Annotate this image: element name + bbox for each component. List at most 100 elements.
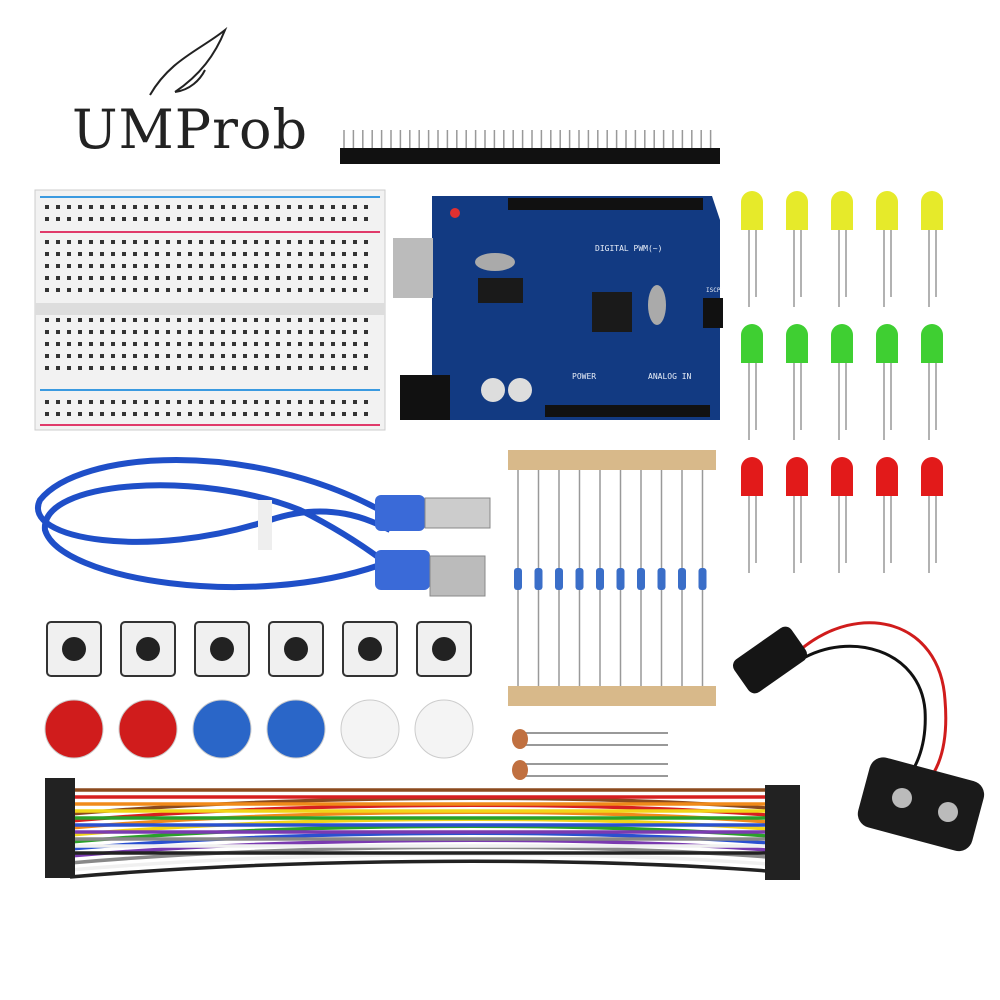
breadboard-hole (133, 400, 137, 404)
breadboard-hole (78, 400, 82, 404)
breadboard-hole (320, 252, 324, 256)
breadboard-hole (177, 240, 181, 244)
breadboard-hole (232, 240, 236, 244)
breadboard-hole (254, 252, 258, 256)
breadboard-hole (276, 330, 280, 334)
button-cap (266, 699, 326, 759)
breadboard-hole (133, 264, 137, 268)
breadboard-hole (243, 276, 247, 280)
breadboard-hole (133, 412, 137, 416)
breadboard-hole (364, 400, 368, 404)
usb-a-connector (424, 497, 491, 529)
breadboard-hole (133, 354, 137, 358)
breadboard-hole (298, 412, 302, 416)
breadboard-hole (45, 288, 49, 292)
breadboard-hole (133, 330, 137, 334)
brand-logo: UMProb (72, 98, 309, 161)
breadboard-hole (342, 264, 346, 268)
breadboard-hole (342, 288, 346, 292)
breadboard-hole (100, 264, 104, 268)
breadboard-hole (199, 264, 203, 268)
breadboard-hole (309, 400, 313, 404)
breadboard-hole (221, 240, 225, 244)
breadboard-hole (100, 400, 104, 404)
breadboard-hole (89, 217, 93, 221)
breadboard-hole (287, 330, 291, 334)
breadboard-hole (89, 330, 93, 334)
breadboard-hole (265, 318, 269, 322)
breadboard-hole (133, 217, 137, 221)
breadboard-hole (342, 330, 346, 334)
breadboard-hole (276, 288, 280, 292)
breadboard-hole (45, 205, 49, 209)
breadboard-hole (364, 354, 368, 358)
breadboard-hole (177, 342, 181, 346)
breadboard-hole (166, 330, 170, 334)
breadboard-hole (56, 354, 60, 358)
breadboard-hole (232, 412, 236, 416)
breadboard-hole (298, 400, 302, 404)
breadboard-hole (188, 342, 192, 346)
breadboard-hole (243, 240, 247, 244)
breadboard-hole (89, 400, 93, 404)
breadboard-hole (320, 276, 324, 280)
breadboard-hole (89, 412, 93, 416)
breadboard-hole (353, 412, 357, 416)
breadboard-hole (320, 354, 324, 358)
breadboard-hole (45, 354, 49, 358)
led (831, 191, 853, 230)
breadboard-hole (177, 330, 181, 334)
breadboard-hole (67, 400, 71, 404)
breadboard-hole (265, 240, 269, 244)
resistor (698, 568, 707, 590)
breadboard-hole (364, 318, 368, 322)
breadboard-hole (67, 205, 71, 209)
breadboard-hole (177, 252, 181, 256)
breadboard-hole (309, 205, 313, 209)
breadboard-hole (122, 252, 126, 256)
resistor (637, 568, 645, 590)
breadboard-hole (100, 354, 104, 358)
breadboard-hole (166, 412, 170, 416)
breadboard-hole (232, 318, 236, 322)
usb-a-housing (375, 495, 425, 531)
breadboard-hole (221, 276, 225, 280)
breadboard-hole (254, 342, 258, 346)
breadboard (34, 189, 386, 431)
breadboard-hole (210, 330, 214, 334)
breadboard-hole (155, 342, 159, 346)
breadboard-hole (287, 264, 291, 268)
breadboard-hole (45, 342, 49, 346)
breadboard-hole (309, 354, 313, 358)
breadboard-hole (56, 217, 60, 221)
breadboard-hole (144, 240, 148, 244)
breadboard-hole (276, 318, 280, 322)
breadboard-hole (144, 288, 148, 292)
breadboard-hole (100, 252, 104, 256)
breadboard-hole (122, 366, 126, 370)
breadboard-hole (133, 205, 137, 209)
breadboard-hole (177, 288, 181, 292)
breadboard-hole (56, 288, 60, 292)
breadboard-hole (177, 205, 181, 209)
breadboard-hole (78, 217, 82, 221)
breadboard-hole (111, 354, 115, 358)
capacitor (481, 378, 505, 402)
breadboard-hole (232, 252, 236, 256)
breadboard-hole (67, 342, 71, 346)
breadboard-hole (232, 330, 236, 334)
resistor (657, 568, 666, 590)
breadboard-hole (144, 217, 148, 221)
breadboard-hole (210, 240, 214, 244)
breadboard-hole (122, 217, 126, 221)
breadboard-hole (287, 366, 291, 370)
breadboard-hole (199, 330, 203, 334)
breadboard-hole (320, 240, 324, 244)
breadboard-hole (265, 354, 269, 358)
led (921, 191, 943, 230)
breadboard-hole (166, 366, 170, 370)
breadboard-hole (144, 264, 148, 268)
breadboard-hole (67, 276, 71, 280)
usb-b-port (393, 238, 433, 298)
digital-label: DIGITAL PWM(~) (595, 244, 662, 253)
